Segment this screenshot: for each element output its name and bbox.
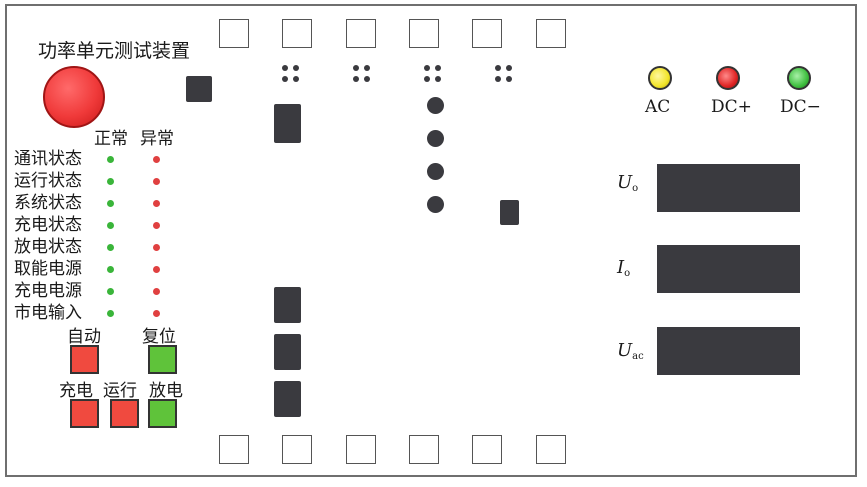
abnormal-led-1 — [153, 156, 160, 163]
normal-header: 正常 — [94, 129, 128, 149]
round-terminal-4 — [427, 196, 444, 213]
auto-label: 自动 — [67, 327, 101, 347]
round-terminal-2 — [427, 130, 444, 147]
status-label-running: 运行状态 — [14, 171, 82, 191]
charge-button[interactable] — [70, 399, 99, 428]
run-button[interactable] — [110, 399, 139, 428]
charge-label: 充电 — [59, 381, 93, 401]
round-terminal-3 — [427, 163, 444, 180]
ac-indicator-led — [648, 66, 672, 90]
normal-led-4 — [107, 222, 114, 229]
normal-led-2 — [107, 178, 114, 185]
abnormal-led-7 — [153, 288, 160, 295]
connector-dots-4 — [495, 65, 513, 83]
io-meter-label: Io — [617, 257, 631, 279]
status-label-charging-power: 充电电源 — [14, 281, 82, 301]
discharge-label: 放电 — [149, 381, 183, 401]
bottom-terminal-3 — [346, 435, 376, 464]
uac-meter-display — [657, 327, 800, 375]
module-block-1 — [274, 104, 301, 143]
dc-minus-label: DC− — [780, 97, 821, 117]
top-terminal-6 — [536, 19, 566, 48]
reset-button[interactable] — [148, 345, 177, 374]
top-terminal-3 — [346, 19, 376, 48]
top-terminal-2 — [282, 19, 312, 48]
run-label: 运行 — [103, 381, 137, 401]
abnormal-led-2 — [153, 178, 160, 185]
dc-minus-indicator-led — [787, 66, 811, 90]
top-terminal-1 — [219, 19, 249, 48]
connector-dots-1 — [282, 65, 300, 83]
ac-label: AC — [645, 97, 671, 117]
status-label-system: 系统状态 — [14, 193, 82, 213]
small-switch-block — [186, 76, 212, 102]
module-block-3 — [274, 334, 301, 370]
normal-led-6 — [107, 266, 114, 273]
normal-led-5 — [107, 244, 114, 251]
emergency-stop-button[interactable] — [43, 66, 105, 128]
bottom-terminal-6 — [536, 435, 566, 464]
normal-led-8 — [107, 310, 114, 317]
dc-plus-indicator-led — [716, 66, 740, 90]
abnormal-led-5 — [153, 244, 160, 251]
abnormal-led-6 — [153, 266, 160, 273]
module-block-4 — [274, 381, 301, 417]
uo-meter-display — [657, 164, 800, 212]
io-meter-display — [657, 245, 800, 293]
connector-dots-3 — [424, 65, 442, 83]
bottom-terminal-2 — [282, 435, 312, 464]
bottom-terminal-1 — [219, 435, 249, 464]
reset-label: 复位 — [142, 327, 176, 347]
normal-led-3 — [107, 200, 114, 207]
uac-meter-label: Uac — [617, 340, 644, 362]
round-terminal-1 — [427, 97, 444, 114]
status-label-power-harvest: 取能电源 — [14, 259, 82, 279]
connector-dots-2 — [353, 65, 371, 83]
abnormal-led-4 — [153, 222, 160, 229]
dc-plus-label: DC+ — [711, 97, 752, 117]
device-title: 功率单元测试装置 — [38, 40, 191, 62]
normal-led-1 — [107, 156, 114, 163]
bottom-terminal-5 — [472, 435, 502, 464]
small-module-block — [500, 200, 519, 225]
bottom-terminal-4 — [409, 435, 439, 464]
status-label-communication: 通讯状态 — [14, 149, 82, 169]
normal-led-7 — [107, 288, 114, 295]
top-terminal-5 — [472, 19, 502, 48]
discharge-button[interactable] — [148, 399, 177, 428]
auto-button[interactable] — [70, 345, 99, 374]
status-label-mains-input: 市电输入 — [14, 303, 82, 323]
abnormal-led-3 — [153, 200, 160, 207]
abnormal-led-8 — [153, 310, 160, 317]
test-device-panel — [5, 4, 857, 477]
top-terminal-4 — [409, 19, 439, 48]
module-block-2 — [274, 287, 301, 323]
abnormal-header: 异常 — [140, 129, 174, 149]
uo-meter-label: Uo — [617, 172, 639, 194]
status-label-charging: 充电状态 — [14, 215, 82, 235]
status-label-discharging: 放电状态 — [14, 237, 82, 257]
